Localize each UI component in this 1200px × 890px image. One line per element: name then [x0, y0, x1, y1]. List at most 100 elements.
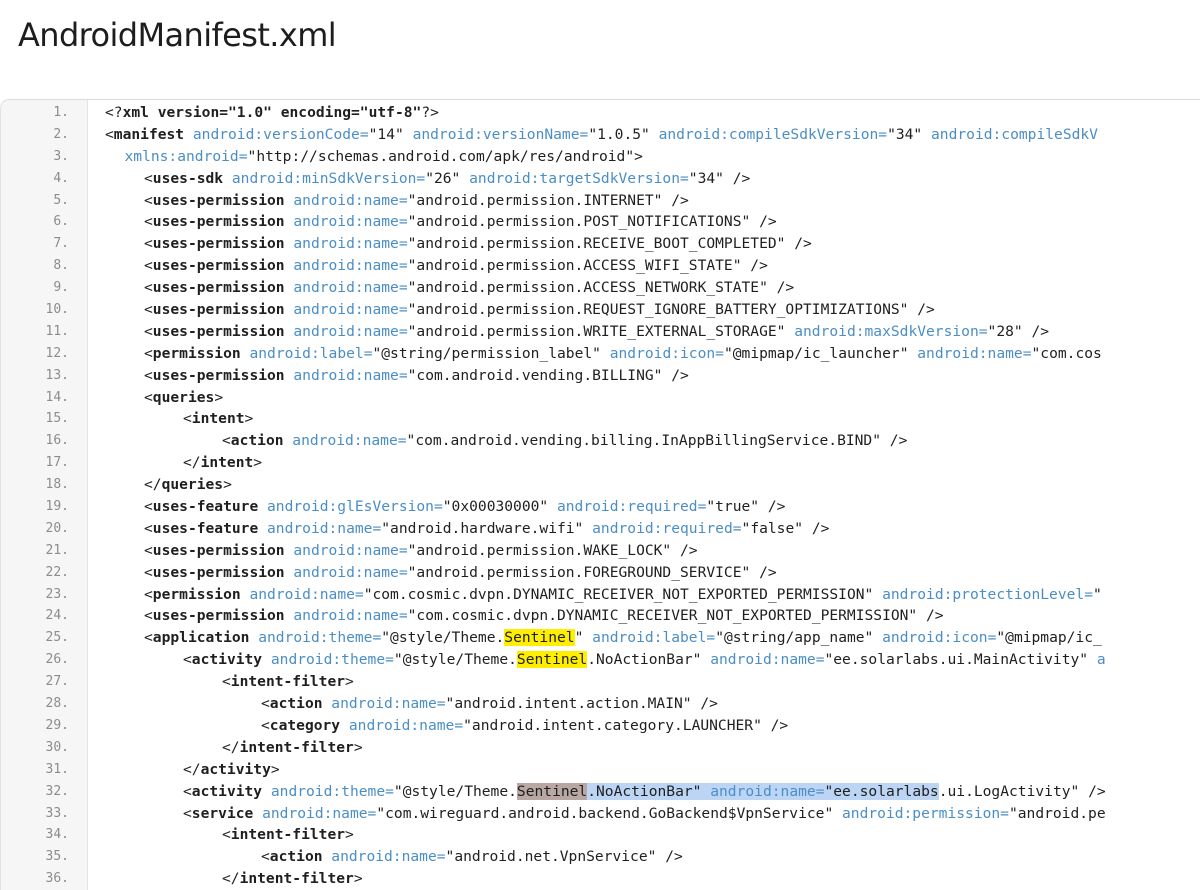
- xml-equals-token: =: [1084, 585, 1093, 603]
- line-number: 33.: [45, 805, 69, 821]
- xml-punctuation-token: <: [144, 191, 153, 209]
- line-number: 19.: [45, 499, 69, 515]
- code-line: 33.<service android:name="com.wireguard.…: [1, 803, 1200, 825]
- xml-string-token: "com.cosmic.dvpn.DYNAMIC_RECEIVER_NOT_EX…: [363, 585, 874, 603]
- xml-tag-token: permission: [152, 344, 241, 362]
- xml-string-token: "android.permission.ACCESS_WIFI_STATE": [407, 257, 742, 275]
- code-line: 9.<uses-permission android:name="android…: [1, 277, 1200, 299]
- xml-punctuation-token: <: [261, 848, 270, 866]
- xml-equals-token: =: [398, 541, 408, 559]
- line-number: 20.: [45, 520, 69, 536]
- xml-punctuation-token: <: [144, 301, 153, 319]
- code-line: 22.<uses-permission android:name="androi…: [1, 562, 1200, 584]
- xml-string-token: "@style/Theme.: [393, 782, 517, 800]
- code-text: <uses-feature android:name="android.hard…: [144, 518, 829, 540]
- xml-attribute-token: android:versionName: [403, 125, 580, 143]
- line-number: 16.: [45, 433, 69, 449]
- code-text: <?xml version="1.0" encoding="utf-8"?>: [105, 102, 439, 124]
- xml-string-token: "34": [887, 125, 923, 143]
- xml-equals-token: =: [385, 782, 394, 800]
- line-number: 13.: [45, 367, 69, 383]
- xml-punctuation-token: <: [183, 410, 192, 428]
- xml-equals-token: =: [454, 716, 464, 734]
- xml-tag-token: intent: [191, 410, 245, 428]
- xml-attribute-token: android:versionCode: [184, 125, 360, 143]
- line-number-gutter: [1, 100, 88, 890]
- xml-attribute-token: android:name: [340, 716, 455, 734]
- xml-attribute-token: android:name: [284, 213, 399, 231]
- xml-attribute-token: android:theme: [262, 651, 386, 669]
- code-text: <uses-feature android:glEsVersion="0x000…: [144, 496, 785, 518]
- xml-equals-token: =: [238, 147, 248, 165]
- xml-attribute-token: android:required: [548, 498, 698, 516]
- xml-tag-token: uses-sdk: [152, 169, 224, 187]
- xml-string-token: "@string/app_name": [715, 629, 874, 647]
- xml-tag-token: uses-permission: [152, 366, 285, 384]
- xml-tag-token: uses-permission: [152, 301, 285, 319]
- xml-equals-token: =: [715, 344, 724, 362]
- xml-attribute-token: android:glEsVersion: [258, 498, 434, 516]
- xml-attribute-token: android:icon: [873, 629, 988, 647]
- xml-punctuation-token: <: [183, 651, 192, 669]
- code-line: 7.<uses-permission android:name="android…: [1, 233, 1200, 255]
- xml-punctuation-token: </: [222, 738, 240, 756]
- xml-tag-token: uses-permission: [152, 257, 285, 275]
- xml-attribute-token: android:name: [322, 695, 437, 713]
- code-lines[interactable]: 1. <?xml version="1.0" encoding="utf-8"?>…: [1, 102, 1200, 890]
- xml-attribute-token: android:name: [284, 366, 399, 384]
- code-line: 13.<uses-permission android:name="com.an…: [1, 365, 1200, 387]
- line-number: 18.: [45, 477, 69, 493]
- xml-equals-token: =: [363, 344, 373, 362]
- xml-punctuation-token: >: [345, 826, 354, 844]
- xml-string-token: "com.android.vending.BILLING": [407, 366, 663, 384]
- xml-punctuation-token: <: [144, 213, 153, 231]
- code-text: <action android:name="android.net.VpnSer…: [261, 846, 683, 868]
- xml-tag-token: intent-filter: [230, 826, 346, 844]
- code-line: 23.<permission android:name="com.cosmic.…: [1, 584, 1200, 606]
- xml-punctuation-token: </: [144, 476, 162, 494]
- xml-string-token: .NoActionBar": [587, 651, 702, 669]
- code-viewer[interactable]: 1. <?xml version="1.0" encoding="utf-8"?>…: [0, 99, 1200, 890]
- line-number: 22.: [45, 564, 69, 580]
- xml-string-token: "@string/permission_label": [372, 344, 601, 362]
- search-highlight: android:name: [701, 782, 816, 800]
- xml-equals-token: =: [398, 257, 408, 275]
- xml-punctuation-token: />: [761, 716, 789, 734]
- xml-string-token: "android.permission.POST_NOTIFICATIONS": [407, 213, 751, 231]
- xml-equals-token: =: [436, 848, 446, 866]
- xml-tag-token: action: [269, 848, 323, 866]
- search-highlight: Sentinel: [504, 629, 575, 647]
- xml-punctuation-token: </: [183, 454, 201, 472]
- xml-punctuation-token: <: [144, 322, 153, 340]
- xml-tag-token: action: [269, 695, 323, 713]
- xml-punctuation-token: />: [656, 848, 683, 866]
- code-line: 5.<uses-permission android:name="android…: [1, 190, 1200, 212]
- xml-punctuation-token: />: [803, 519, 830, 537]
- xml-string-token: "@style/Theme.: [393, 651, 517, 669]
- line-number: 7.: [53, 236, 69, 252]
- code-line: 12.<permission android:label="@string/pe…: [1, 343, 1200, 365]
- xml-punctuation-token: <: [105, 125, 114, 143]
- xml-tag-token: application: [152, 629, 250, 647]
- xml-equals-token: =: [397, 432, 407, 450]
- xml-attribute-token: android:name: [322, 848, 437, 866]
- xml-equals-token: =: [706, 629, 716, 647]
- code-text: <uses-permission android:name="android.p…: [144, 321, 1049, 343]
- code-line: 25.<application android:theme="@style/Th…: [1, 627, 1200, 649]
- xml-equals-token: =: [878, 125, 888, 143]
- xml-punctuation-token: />: [691, 695, 718, 713]
- code-line: 19. <uses-feature android:glEsVersion="0x…: [1, 496, 1200, 518]
- line-number: 1.: [53, 105, 69, 120]
- code-text: <category android:name="android.intent.c…: [261, 715, 788, 737]
- code-line: 1. <?xml version="1.0" encoding="utf-8"?>: [1, 102, 1200, 124]
- xml-tag-token: service: [191, 804, 254, 822]
- xml-punctuation-token: ?>: [421, 104, 439, 121]
- code-line: 14.<queries>: [1, 387, 1200, 409]
- xml-attribute-token: android:name: [284, 235, 399, 253]
- code-line: 32.<activity android:theme="@style/Theme…: [1, 781, 1200, 803]
- xml-string-token: "android.hardware.wifi": [381, 519, 584, 537]
- xml-punctuation-token: <: [144, 629, 153, 647]
- xml-string-token: "android.net.VpnService": [445, 848, 657, 866]
- xml-punctuation-token: <: [183, 804, 192, 822]
- xml-punctuation-token: <: [144, 235, 153, 253]
